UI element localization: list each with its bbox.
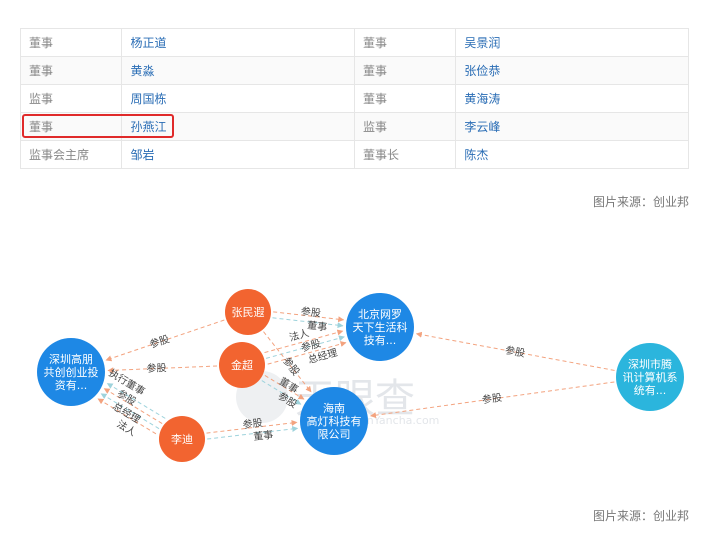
relationship-edge	[100, 393, 160, 430]
company-node[interactable]: 深圳高朋共创创业投资有...	[37, 338, 105, 406]
highlight-box	[22, 114, 174, 138]
person-name-link[interactable]: 吴景润	[455, 28, 689, 57]
node-label: 统有...	[634, 383, 667, 397]
node-label: 讯计算机系	[623, 370, 678, 384]
node-label: 深圳高朋	[49, 352, 93, 366]
role-cell: 监事会主席	[19, 140, 123, 169]
person-name-link[interactable]: 陈杰	[455, 140, 689, 169]
node-label: 技有...	[364, 333, 397, 347]
person-node[interactable]: 李迪	[159, 416, 205, 462]
edge-label: 董事	[253, 428, 274, 443]
person-name-link[interactable]: 张俭恭	[455, 56, 689, 85]
management-table: 董事杨正道董事吴景润董事黄淼董事张俭恭监事周国栋董事黄海涛董事孙燕江监事李云峰监…	[19, 28, 689, 169]
person-node[interactable]: 金超	[219, 342, 265, 388]
table-row: 董事黄淼董事张俭恭	[19, 56, 689, 85]
person-name-link[interactable]: 杨正道	[121, 28, 355, 57]
node-label: 北京网罗	[358, 307, 402, 321]
person-name-link[interactable]: 黄淼	[121, 56, 355, 85]
node-circle	[37, 338, 105, 406]
node-circle	[225, 289, 271, 335]
node-label: 天下生活科	[353, 320, 408, 334]
relationship-edge	[264, 375, 305, 400]
node-label: 金超	[231, 358, 253, 372]
node-label: 高灯科技有	[307, 414, 362, 428]
relationship-edge	[261, 380, 302, 405]
node-circle	[219, 342, 265, 388]
relationship-edge	[263, 331, 312, 393]
table-row: 监事会主席邹岩董事长陈杰	[19, 140, 689, 169]
node-label: 资有...	[55, 378, 88, 392]
relationship-graph: 天眼查 TianYancha.com 参股参股法人总经理参股执行董事参股董事法人…	[37, 289, 684, 462]
relationship-edge	[415, 331, 615, 371]
person-name-link[interactable]: 李云峰	[455, 112, 689, 141]
person-name-link[interactable]: 黄海涛	[455, 84, 689, 113]
node-label: 李迪	[171, 432, 193, 446]
company-node[interactable]: 深圳市腾讯计算机系统有...	[616, 343, 684, 411]
node-label: 海南	[323, 401, 345, 415]
node-label: 深圳市腾	[628, 357, 672, 371]
relationship-edge	[106, 382, 166, 419]
table-row: 董事杨正道董事吴景润	[19, 28, 689, 57]
role-cell: 董事	[353, 28, 457, 57]
table-row: 监事周国栋董事黄海涛	[19, 84, 689, 113]
edge-label: 参股	[504, 343, 526, 359]
role-cell: 监事	[353, 112, 457, 141]
edge-label: 董事	[307, 318, 328, 333]
relationship-edge	[207, 425, 299, 440]
person-node[interactable]: 张民遐	[225, 289, 271, 335]
relationship-edge	[272, 317, 344, 329]
edge-label: 参股	[481, 391, 503, 407]
edge-label: 参股	[280, 354, 303, 378]
relationship-edge	[273, 311, 345, 323]
node-label: 张民遐	[232, 306, 265, 319]
node-circle	[616, 343, 684, 411]
edge-label: 参股	[242, 416, 263, 431]
node-circle	[300, 387, 368, 455]
edge-label: 参股	[146, 361, 167, 375]
edge-label: 参股	[300, 304, 321, 319]
person-name-link[interactable]: 邹岩	[121, 140, 355, 169]
role-cell: 董事长	[353, 140, 457, 169]
node-circle	[159, 416, 205, 462]
node-label: 共创创业投	[44, 365, 99, 379]
relationship-edge	[370, 381, 615, 419]
node-circle	[346, 293, 414, 361]
role-cell: 董事	[353, 56, 457, 85]
image-credit-bottom: 图片来源：创业邦	[592, 509, 689, 523]
node-label: 限公司	[318, 428, 351, 441]
role-cell: 监事	[19, 84, 123, 113]
image-credit-top: 图片来源：创业邦	[592, 195, 689, 209]
role-cell: 董事	[19, 28, 123, 57]
company-node[interactable]: 北京网罗天下生活科技有...	[346, 293, 414, 361]
role-cell: 董事	[19, 56, 123, 85]
person-name-link[interactable]: 周国栋	[121, 84, 355, 113]
edge-label: 参股	[148, 332, 171, 351]
relationship-edge	[97, 398, 157, 435]
relationship-edge	[103, 388, 163, 424]
relationship-edge	[206, 420, 298, 434]
role-cell: 董事	[353, 84, 457, 113]
